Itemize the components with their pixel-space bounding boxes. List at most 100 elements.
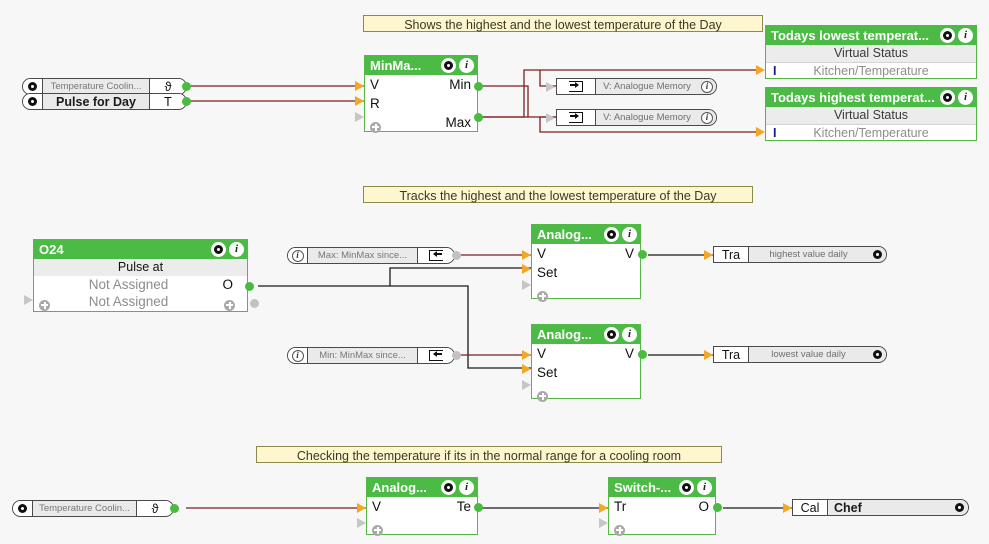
block-header[interactable]: O24 i <box>34 240 247 259</box>
block-header[interactable]: MinMa... i <box>365 56 477 75</box>
call-ref-chef[interactable]: Cal Chef <box>792 499 969 516</box>
pin-in-analog-high-set[interactable] <box>522 264 531 274</box>
block-switch[interactable]: Switch-... i Tr O <box>608 477 716 536</box>
gear-icon[interactable] <box>868 347 886 362</box>
gear-icon[interactable] <box>23 94 43 109</box>
gear-icon[interactable] <box>441 480 456 495</box>
comment-section-3[interactable]: Checking the temperature if its in the n… <box>256 446 722 463</box>
info-icon[interactable]: i <box>622 327 637 342</box>
info-icon[interactable]: i <box>698 79 716 94</box>
pin-in-trace-high[interactable] <box>704 250 713 260</box>
pin-out-minmax-max[interactable] <box>474 113 483 122</box>
pin-in-analog-high-extra[interactable] <box>522 280 531 290</box>
block-header[interactable]: Switch-... i <box>609 478 715 497</box>
info-icon[interactable]: i <box>459 480 474 495</box>
plus-icon[interactable] <box>372 520 383 539</box>
block-header[interactable]: Analog... i <box>532 225 640 244</box>
pin-in-status-lowest[interactable] <box>756 65 765 75</box>
pin-in-o24-extra[interactable] <box>24 295 33 305</box>
memory-ref-min[interactable]: V: Analogue Memory i <box>556 78 717 95</box>
pin-in-analog-check-v[interactable] <box>357 503 366 513</box>
info-icon[interactable]: i <box>697 480 712 495</box>
pin-out-switch[interactable] <box>713 503 722 512</box>
block-o24[interactable]: O24 i Pulse at Not Assigned O Not Assign… <box>33 239 248 312</box>
pin-out-temp-bottom[interactable] <box>170 504 179 513</box>
pin-out-minmax-min[interactable] <box>474 82 483 91</box>
pin-in-analog-low-extra[interactable] <box>522 380 531 390</box>
ref-label: Min: MinMax since... <box>308 348 418 363</box>
ref-minmax-max[interactable]: i Max: MinMax since... <box>287 247 455 264</box>
plus-icon[interactable] <box>224 296 235 313</box>
pin-in-status-highest[interactable] <box>756 127 765 137</box>
status-block-todays-highest[interactable]: Todays highest temperat... i Virtual Sta… <box>765 87 977 141</box>
gear-icon[interactable] <box>868 247 886 262</box>
sensor-temperature-cooling-bottom[interactable]: Temperature Coolin... ϑ <box>12 500 174 517</box>
pin-in-call[interactable] <box>783 503 792 513</box>
plus-icon[interactable] <box>537 386 548 405</box>
block-minmax[interactable]: MinMa... i V Min R Max <box>364 55 478 133</box>
info-icon[interactable]: i <box>288 248 308 263</box>
pin-out-ref-max[interactable] <box>452 251 461 260</box>
pin-in-minmax-extra[interactable] <box>355 112 364 122</box>
pin-in-analog-low-v[interactable] <box>522 350 531 360</box>
block-header[interactable]: Analog... i <box>532 325 640 344</box>
gear-icon[interactable] <box>940 28 955 43</box>
block-analog-check[interactable]: Analog... i V Te <box>366 477 478 536</box>
block-header[interactable]: Analog... i <box>367 478 477 497</box>
sensor-temperature-cooling-top[interactable]: Temperature Coolin... ϑ <box>22 78 187 95</box>
info-icon[interactable]: i <box>958 28 973 43</box>
info-icon[interactable]: i <box>958 90 973 105</box>
plus-icon[interactable] <box>370 117 381 136</box>
pin-out-analog-low[interactable] <box>638 350 647 359</box>
plus-icon[interactable] <box>39 296 50 313</box>
gear-icon[interactable] <box>23 79 43 94</box>
pin-in-analog-low-set[interactable] <box>522 364 531 374</box>
pin-in-minmax-r[interactable] <box>355 96 364 106</box>
pin-out-temp-top[interactable] <box>182 82 191 91</box>
comment-section-2[interactable]: Tracks the highest and the lowest temper… <box>363 186 753 203</box>
pin-in-analog-high-v[interactable] <box>522 250 531 260</box>
info-icon[interactable]: i <box>229 242 244 257</box>
trace-ref-low[interactable]: Tra lowest value daily <box>713 346 887 363</box>
gear-icon[interactable] <box>441 58 456 73</box>
ref-minmax-min[interactable]: i Min: MinMax since... <box>287 347 455 364</box>
gear-icon[interactable] <box>211 242 226 257</box>
gear-icon[interactable] <box>604 327 619 342</box>
pin-out-ref-min[interactable] <box>452 351 461 360</box>
pin-in-analog-check-extra[interactable] <box>357 518 366 528</box>
pin-out-analog-check[interactable] <box>474 503 483 512</box>
memory-ref-max[interactable]: V: Analogue Memory i <box>556 109 717 126</box>
info-icon[interactable]: i <box>698 110 716 125</box>
gear-icon[interactable] <box>679 480 694 495</box>
trace-ref-high[interactable]: Tra highest value daily <box>713 246 887 263</box>
block-row-add <box>609 516 715 536</box>
pin-in-switch-extra[interactable] <box>599 518 608 528</box>
plus-icon[interactable] <box>614 520 625 539</box>
gear-icon[interactable] <box>950 500 968 515</box>
block-header[interactable]: Todays highest temperat... i <box>766 88 976 107</box>
pin-in-minmax-v[interactable] <box>355 81 364 91</box>
gear-icon[interactable] <box>940 90 955 105</box>
pin-in-memory-min[interactable] <box>546 82 555 92</box>
block-analog-low[interactable]: Analog... i V V Set <box>531 324 641 402</box>
sensor-pulse-for-day[interactable]: Pulse for Day T <box>22 93 187 110</box>
pin-out-analog-high[interactable] <box>638 250 647 259</box>
comment-section-1[interactable]: Shows the highest and the lowest tempera… <box>363 15 763 32</box>
gear-icon[interactable] <box>13 501 33 516</box>
status-block-todays-lowest[interactable]: Todays lowest temperat... i Virtual Stat… <box>765 25 977 79</box>
block-header[interactable]: Todays lowest temperat... i <box>766 26 976 45</box>
pin-in-switch-tr[interactable] <box>599 503 608 513</box>
info-icon[interactable]: i <box>459 58 474 73</box>
block-analog-high[interactable]: Analog... i V V Set <box>531 224 641 302</box>
o24-subtitle-row: Pulse at <box>34 259 247 276</box>
pin-out-o24-extra[interactable] <box>250 299 259 308</box>
info-icon[interactable]: i <box>288 348 308 363</box>
pin-out-o24[interactable] <box>245 282 254 291</box>
info-icon[interactable]: i <box>622 227 637 242</box>
pin-in-memory-max[interactable] <box>546 113 555 123</box>
pin-in-trace-low[interactable] <box>704 350 713 360</box>
pin-out-pulse[interactable] <box>182 97 191 106</box>
plus-icon[interactable] <box>537 286 548 305</box>
gear-icon[interactable] <box>604 227 619 242</box>
